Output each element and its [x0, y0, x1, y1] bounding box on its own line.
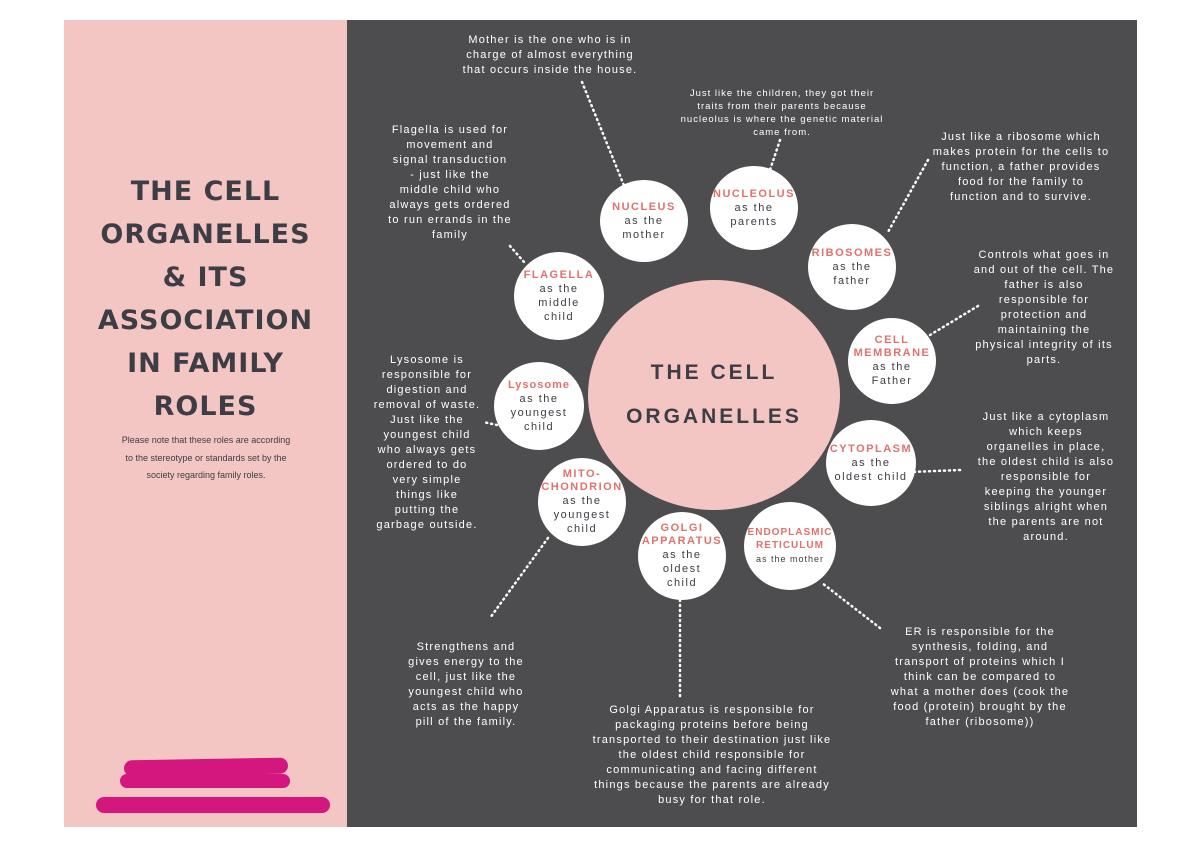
- organelle-name: RIBOSOMES: [811, 246, 893, 259]
- ribosomes-description: Just like a ribosome which makes protein…: [932, 131, 1110, 203]
- er-description: ER is responsible for the synthesis, fol…: [890, 626, 1070, 728]
- connector-cytoplasm: [908, 468, 962, 474]
- cytoplasm-circle: CYTOPLASM as the oldest child: [826, 420, 916, 506]
- organelle-name: GOLGI APPARATUS: [641, 522, 723, 547]
- connector-er: [820, 581, 882, 630]
- connector-nucleus: [580, 80, 627, 190]
- organelle-name: NUCLEUS: [612, 200, 676, 213]
- nucleolus-description: Just like the children, they got their t…: [680, 88, 884, 138]
- nucleus-description: Mother is the one who is in charge of al…: [462, 34, 638, 76]
- ribosomes-circle: RIBOSOMES as the father: [808, 224, 896, 310]
- nucleolus-circle: NUCLEOLUS as the parents: [710, 166, 798, 250]
- organelle-role: as the youngest child: [553, 495, 611, 535]
- lysosome-circle: Lysosome as the youngest child: [494, 362, 584, 450]
- organelle-name: NUCLEOLUS: [713, 187, 795, 200]
- organelle-role: as the middle child: [538, 282, 580, 323]
- lysosome-description: Lysosome is responsible for digestion an…: [373, 354, 481, 531]
- center-circle: THE CELL ORGANELLES: [588, 280, 840, 510]
- title-line: & ITS: [162, 262, 249, 293]
- title-line: ASSOCIATION: [97, 305, 314, 336]
- organelle-role: as the Father: [871, 361, 913, 387]
- organelle-name: CELL MEMBRANE: [853, 334, 931, 359]
- title-line: ROLES: [153, 391, 258, 422]
- organelle-role: as the youngest child: [510, 392, 568, 433]
- connector-ribosomes: [886, 158, 930, 234]
- golgi-circle: GOLGI APPARATUS as the oldest child: [638, 512, 726, 600]
- disclaimer-note: Please note that these roles are accordi…: [121, 435, 291, 480]
- connector-flagella: [508, 244, 526, 264]
- page-title: THE CELL ORGANELLES & ITS ASSOCIATION IN…: [64, 170, 347, 428]
- organelle-role: as the oldest child: [834, 456, 908, 483]
- cell-membrane-description: Controls what goes in and out of the cel…: [973, 249, 1115, 366]
- flagella-description: Flagella is used for movement and signal…: [388, 124, 512, 241]
- title-line: ORGANELLES: [100, 219, 311, 250]
- organelle-role: as the mother: [622, 214, 666, 241]
- organelle-role: as the parents: [730, 201, 778, 228]
- connector-mitochondrion: [488, 536, 550, 620]
- title-line: IN FAMILY: [127, 348, 284, 379]
- cytoplasm-description: Just like a cytoplasm which keeps organe…: [977, 411, 1115, 543]
- flagella-circle: FLAGELLA as the middle child: [514, 252, 604, 340]
- er-circle: ENDOPLASMIC RETICULUM as the mother: [744, 502, 836, 590]
- connector-nucleolus: [768, 138, 782, 172]
- organelle-name: MITO- CHONDRION: [541, 468, 623, 493]
- mitochondrion-circle: MITO- CHONDRION as the youngest child: [538, 458, 626, 546]
- scribble-mark: [120, 774, 290, 788]
- organelle-role: as the oldest child: [662, 549, 702, 589]
- cell-membrane-circle: CELL MEMBRANE as the Father: [848, 318, 936, 404]
- golgi-description: Golgi Apparatus is responsible for packa…: [592, 704, 832, 806]
- organelle-name: CYTOPLASM: [829, 442, 913, 455]
- organelle-name: Lysosome: [507, 378, 570, 391]
- organelle-role: as the mother: [755, 554, 825, 564]
- connector-cell-membrane: [923, 304, 980, 340]
- title-line: THE CELL: [130, 176, 281, 207]
- organelle-name: ENDOPLASMIC RETICULUM: [747, 527, 833, 551]
- mitochondrion-description: Strengthens and gives energy to the cell…: [408, 641, 524, 728]
- title-panel: [64, 20, 347, 827]
- nucleus-circle: NUCLEUS as the mother: [600, 180, 688, 262]
- organelle-role: as the father: [832, 260, 872, 287]
- connector-lysosome: [481, 420, 499, 427]
- organelle-name: FLAGELLA: [523, 268, 595, 281]
- scribble-mark: [96, 797, 330, 813]
- center-label: THE CELL ORGANELLES: [626, 361, 802, 428]
